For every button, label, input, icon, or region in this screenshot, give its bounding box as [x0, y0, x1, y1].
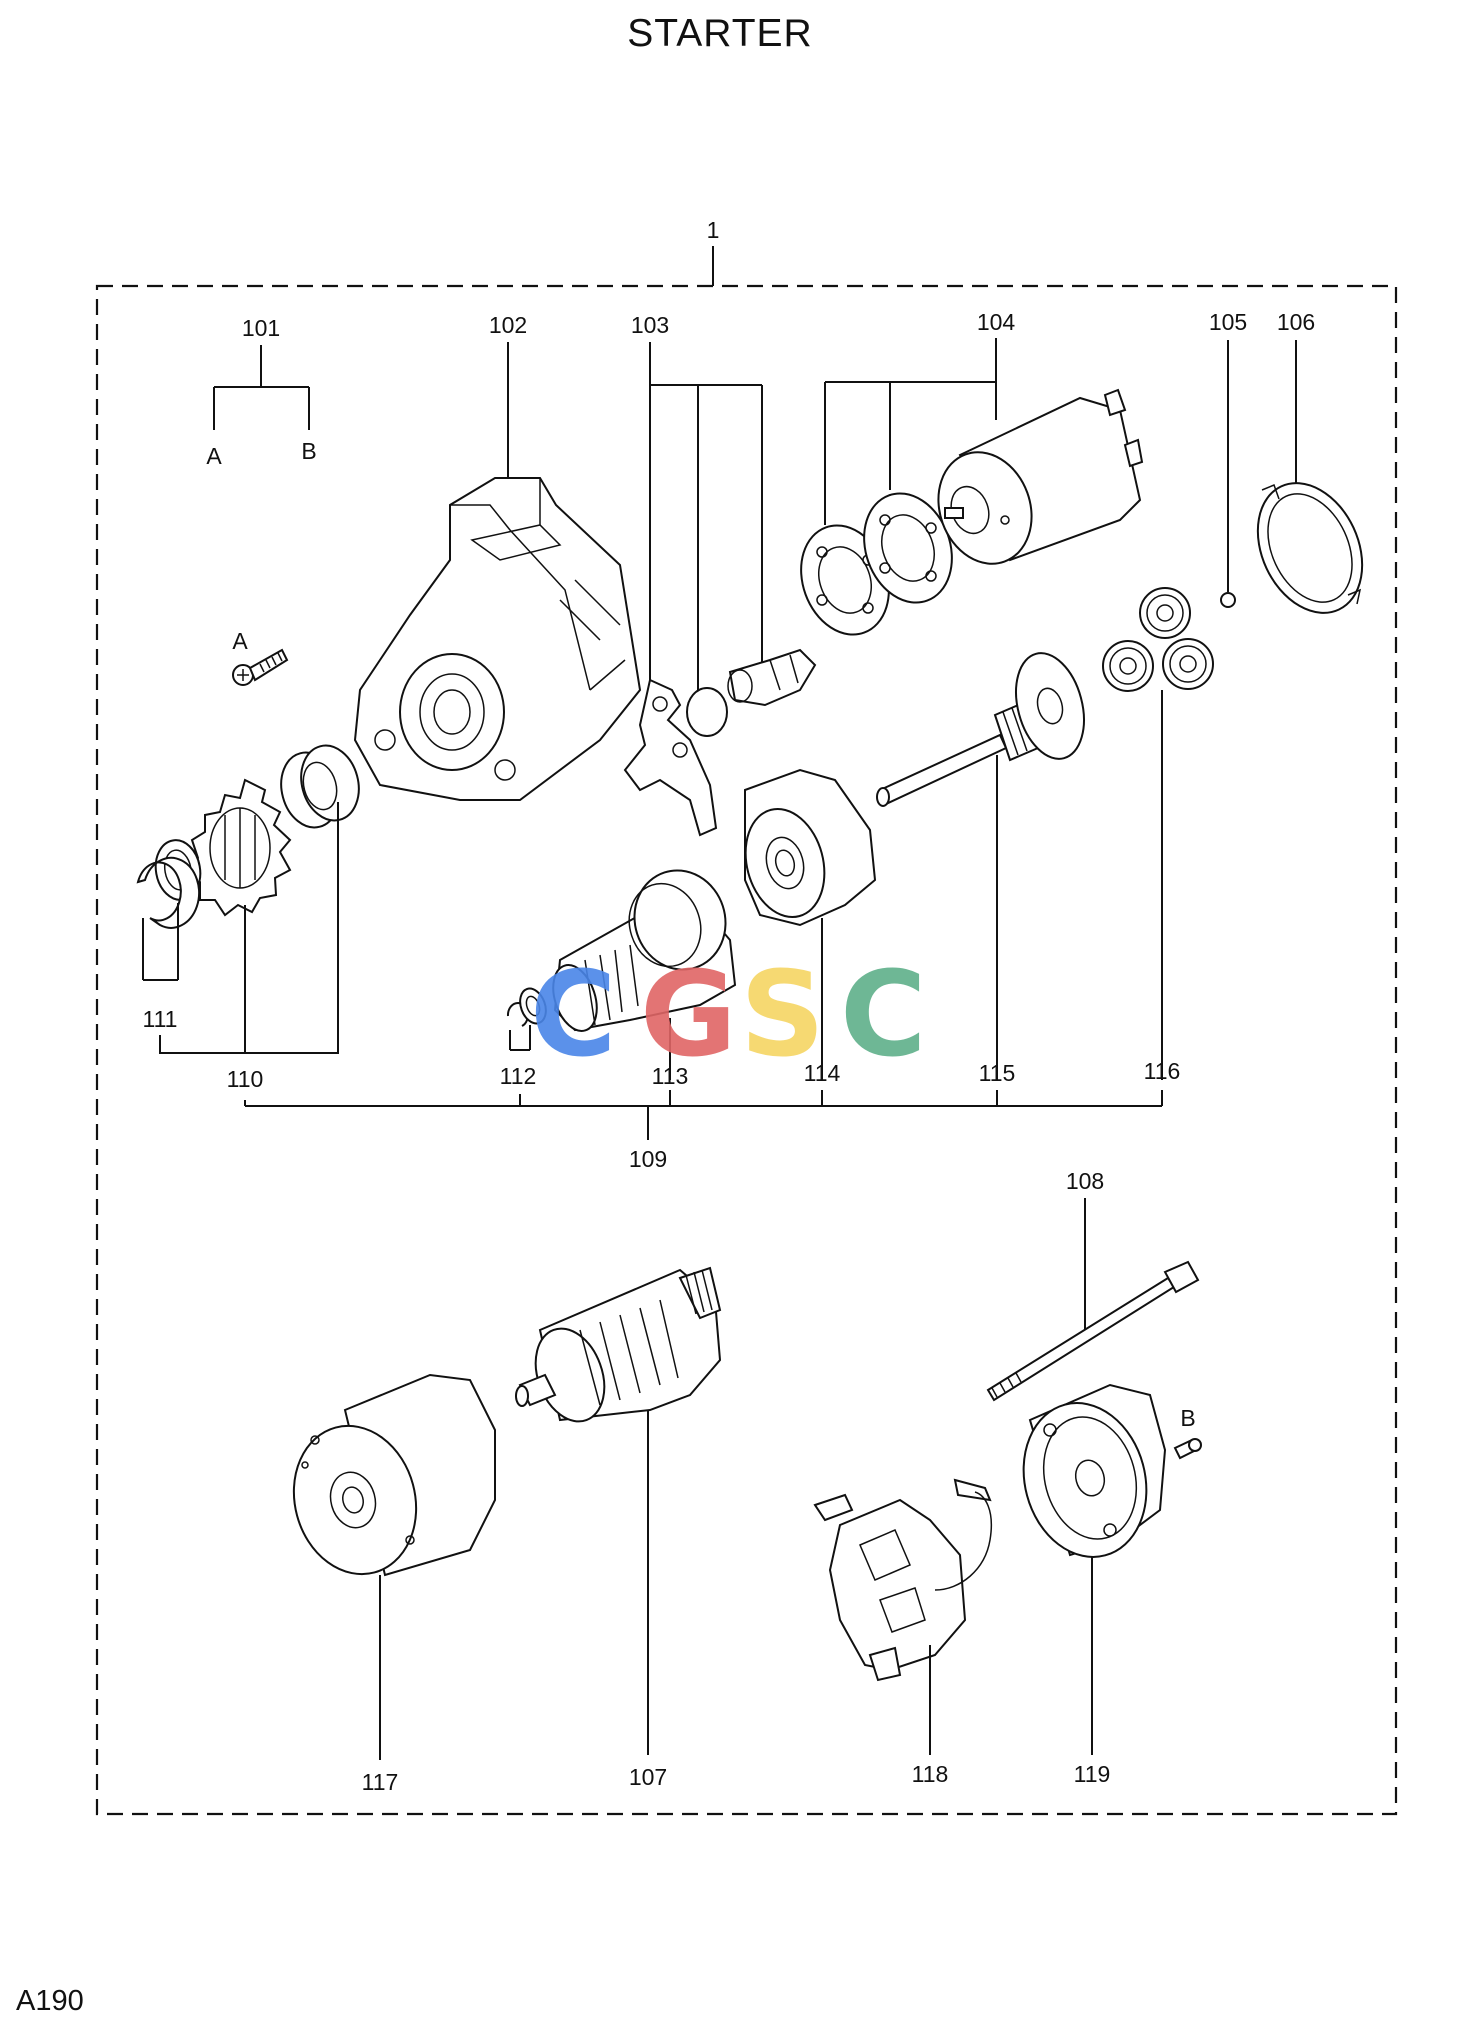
- overrunning-clutch: [552, 869, 737, 1032]
- label-screw-a: A: [232, 628, 248, 654]
- front-housing: [353, 477, 642, 801]
- watermark-letter-c1: C: [530, 945, 617, 1083]
- planetary-gear-right: [1162, 638, 1214, 690]
- leader-103: [649, 342, 763, 692]
- rear-bracket: [1022, 1383, 1167, 1558]
- callout-106: 106: [1277, 309, 1315, 335]
- callout-111: 111: [143, 1006, 178, 1032]
- callout-1: 1: [707, 217, 720, 243]
- pinion-gear: [186, 778, 292, 917]
- callout-105: 105: [1209, 309, 1247, 335]
- center-bracket: [744, 768, 877, 927]
- page-id: A190: [16, 1985, 84, 2017]
- through-bolt: [986, 1260, 1200, 1402]
- leader-111-bracket: [142, 903, 179, 981]
- screw-a: [232, 648, 289, 686]
- callout-102: 102: [489, 312, 527, 338]
- leader-104: [824, 338, 997, 525]
- callout-108: 108: [1066, 1168, 1104, 1194]
- callout-104: 104: [977, 309, 1016, 335]
- solenoid-gasket-2: [863, 492, 953, 604]
- callout-119: 119: [1074, 1761, 1111, 1787]
- retaining-ring: [506, 987, 547, 1027]
- leader-112-bracket: [509, 1025, 531, 1051]
- solenoid-plunger: [727, 648, 817, 707]
- internal-gear-shaft: [876, 652, 1085, 807]
- watermark-letter-c2: C: [840, 945, 927, 1083]
- shift-lever: [623, 678, 718, 837]
- magnetic-switch: [937, 388, 1144, 565]
- leader-109: [244, 1090, 1163, 1140]
- callout-101-a: A: [206, 443, 222, 469]
- callout-117: 117: [362, 1769, 399, 1795]
- planetary-gear-top: [1139, 587, 1191, 639]
- leader-101: [213, 345, 310, 430]
- callout-109: 109: [629, 1146, 667, 1172]
- brush-holder: [813, 1478, 992, 1682]
- callout-101-b: B: [301, 438, 316, 464]
- planetary-gear-left: [1102, 640, 1154, 692]
- pinion-stop-ring: [280, 744, 360, 829]
- leader-111-110: [159, 802, 339, 1054]
- snap-ring: [136, 856, 201, 929]
- callout-116: 116: [1144, 1058, 1181, 1084]
- watermark-logo: C G S C: [530, 945, 927, 1083]
- rubber-band: [1256, 482, 1364, 614]
- callout-110: 110: [227, 1066, 264, 1092]
- watermark-letter-s: S: [740, 945, 825, 1083]
- callout-101: 101: [242, 315, 280, 341]
- assembly-boundary: [95, 284, 1398, 1816]
- yoke-assembly: [292, 1373, 496, 1577]
- callout-114: 114: [804, 1060, 841, 1086]
- lever-spring-washer: [686, 687, 728, 737]
- callout-115: 115: [979, 1060, 1016, 1086]
- callout-103: 103: [631, 312, 669, 338]
- steel-ball: [1220, 592, 1236, 608]
- callout-112: 112: [500, 1063, 537, 1089]
- screw-b: [1173, 1438, 1202, 1460]
- page-title: STARTER: [627, 12, 812, 55]
- label-screw-b: B: [1180, 1405, 1195, 1431]
- watermark-letter-g: G: [640, 945, 737, 1083]
- callout-113: 113: [652, 1063, 689, 1089]
- callout-107: 107: [629, 1764, 667, 1790]
- armature: [515, 1266, 722, 1423]
- callout-118: 118: [912, 1761, 949, 1787]
